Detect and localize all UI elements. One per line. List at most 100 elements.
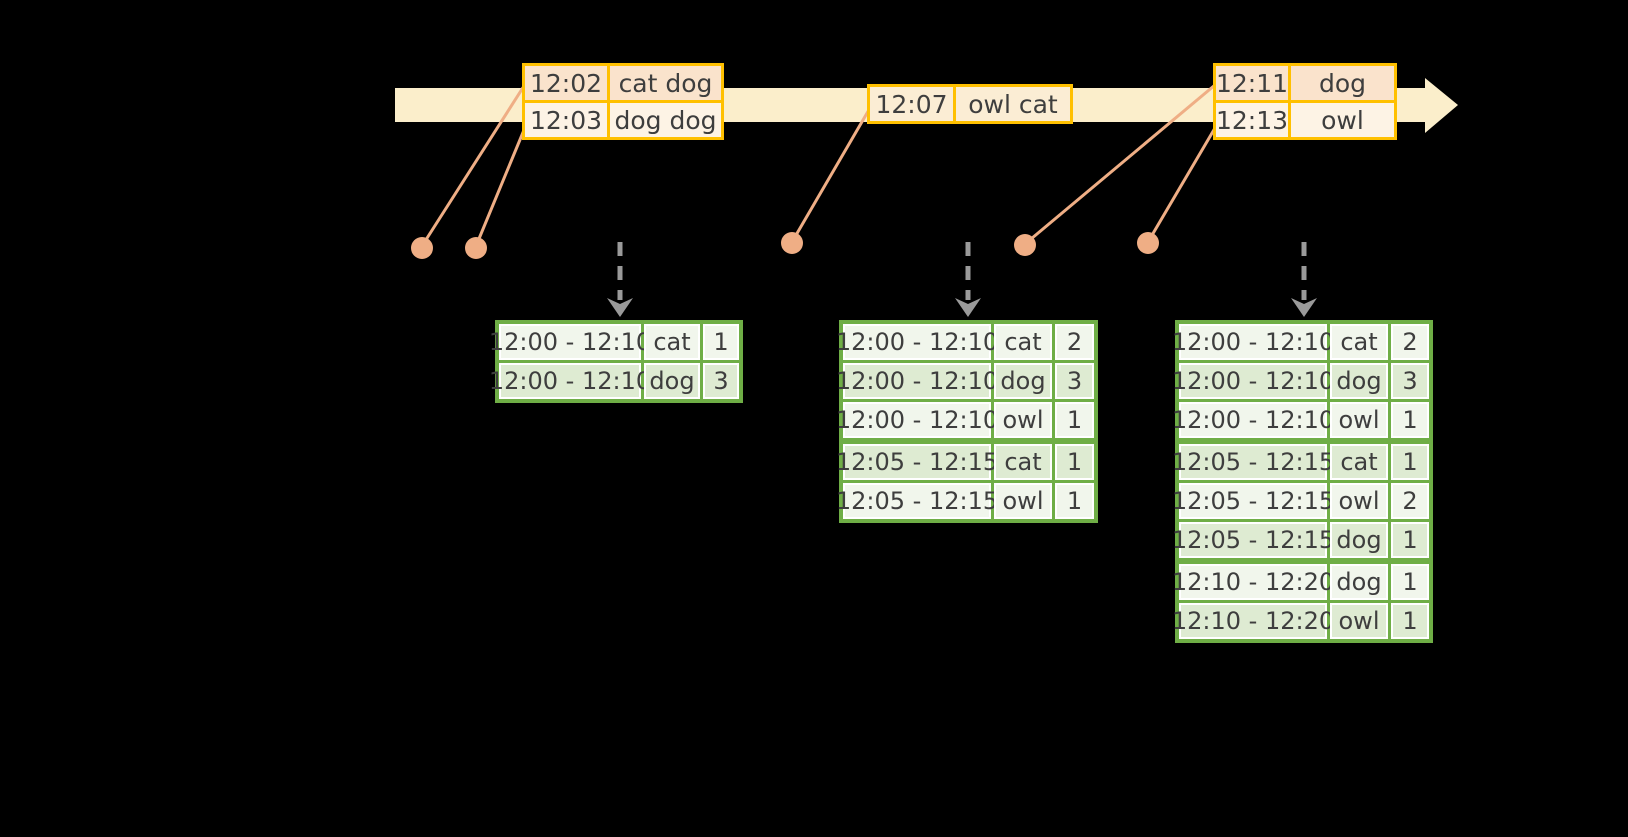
result-window: 12:05 - 12:15 xyxy=(836,444,998,480)
trigger-down-arrow-icon xyxy=(955,242,981,317)
connector-line xyxy=(1024,83,1216,246)
result-count: 3 xyxy=(1055,363,1094,399)
result-word: dog xyxy=(1330,564,1388,600)
result-window: 12:10 - 12:20 xyxy=(1172,564,1334,600)
result-row: 12:10 - 12:20 dog 1 xyxy=(1172,564,1429,600)
result-count: 1 xyxy=(1391,402,1429,438)
result-row: 12:00 - 12:10 owl 1 xyxy=(836,402,1094,438)
event-connectors xyxy=(411,83,1217,259)
event-words: dog xyxy=(1291,66,1394,100)
result-count: 3 xyxy=(703,363,739,399)
event-dot xyxy=(781,232,803,254)
event-time: 12:13 xyxy=(1216,103,1288,137)
result-count: 1 xyxy=(1391,444,1429,480)
result-count: 1 xyxy=(703,324,739,360)
connector-line xyxy=(420,85,526,247)
result-row: 12:05 - 12:15 cat 1 xyxy=(836,444,1094,480)
event-row: 12:03 dog dog xyxy=(525,103,721,137)
trigger-arrow-head xyxy=(955,298,981,317)
result-word: owl xyxy=(994,402,1052,438)
result-row: 12:05 - 12:15 owl 2 xyxy=(1172,483,1429,519)
result-row: 12:00 - 12:10 cat 2 xyxy=(1172,324,1429,360)
result-count: 3 xyxy=(1391,363,1429,399)
event-time: 12:07 xyxy=(870,87,953,121)
result-row: 12:00 - 12:10 dog 3 xyxy=(1172,363,1429,399)
result-table-3: 12:00 - 12:10 cat 2 12:00 - 12:10 dog 3 … xyxy=(1172,320,1433,643)
result-window: 12:05 - 12:15 xyxy=(1172,444,1334,480)
result-window: 12:00 - 12:10 xyxy=(836,363,998,399)
result-window: 12:00 - 12:10 xyxy=(1172,402,1334,438)
event-words: dog dog xyxy=(610,103,721,137)
result-count: 1 xyxy=(1055,402,1094,438)
connector-line xyxy=(474,129,526,247)
event-table-1202-1203: 12:02 cat dog 12:03 dog dog xyxy=(522,63,724,140)
result-count: 1 xyxy=(1055,483,1094,519)
event-time: 12:03 xyxy=(525,103,607,137)
result-window: 12:00 - 12:10 xyxy=(836,402,998,438)
result-window: 12:05 - 12:15 xyxy=(1172,522,1334,558)
result-word: cat xyxy=(644,324,700,360)
trigger-arrow-head xyxy=(607,298,633,317)
result-row: 12:00 - 12:10 cat 2 xyxy=(836,324,1094,360)
connector-line xyxy=(1146,127,1217,243)
result-word: owl xyxy=(994,483,1052,519)
result-window: 12:00 - 12:10 xyxy=(1172,363,1334,399)
result-count: 2 xyxy=(1391,324,1429,360)
result-count: 1 xyxy=(1391,522,1429,558)
result-word: dog xyxy=(994,363,1052,399)
result-word: owl xyxy=(1330,483,1388,519)
event-row: 12:13 owl xyxy=(1216,103,1394,137)
event-table-1207: 12:07 owl cat xyxy=(867,84,1073,124)
trigger-arrows xyxy=(607,242,1317,317)
result-word: cat xyxy=(1330,444,1388,480)
result-word: owl xyxy=(1330,402,1388,438)
result-count: 1 xyxy=(1055,444,1094,480)
result-table-2: 12:00 - 12:10 cat 2 12:00 - 12:10 dog 3 … xyxy=(836,320,1098,523)
result-word: owl xyxy=(1330,603,1388,639)
event-dot xyxy=(465,237,487,259)
timeline-arrowhead-icon xyxy=(1425,78,1458,133)
event-time: 12:11 xyxy=(1216,66,1288,100)
result-word: cat xyxy=(994,324,1052,360)
result-window: 12:00 - 12:10 xyxy=(489,324,651,360)
result-table-1: 12:00 - 12:10 cat 1 12:00 - 12:10 dog 3 xyxy=(489,320,743,403)
result-word: cat xyxy=(1330,324,1388,360)
event-row: 12:07 owl cat xyxy=(870,87,1070,121)
result-row: 12:10 - 12:20 owl 1 xyxy=(1172,603,1429,639)
result-word: dog xyxy=(1330,363,1388,399)
result-row: 12:05 - 12:15 dog 1 xyxy=(1172,522,1429,558)
result-row: 12:00 - 12:10 dog 3 xyxy=(489,363,739,399)
result-count: 2 xyxy=(1391,483,1429,519)
result-window: 12:10 - 12:20 xyxy=(1172,603,1334,639)
event-words: owl cat xyxy=(956,87,1070,121)
result-count: 1 xyxy=(1391,564,1429,600)
result-word: dog xyxy=(1330,522,1388,558)
result-row: 12:00 - 12:10 dog 3 xyxy=(836,363,1094,399)
event-words: cat dog xyxy=(610,66,721,100)
event-row: 12:02 cat dog xyxy=(525,66,721,100)
event-dot xyxy=(1014,234,1036,256)
event-dot xyxy=(1137,232,1159,254)
connector-line xyxy=(790,107,872,243)
result-row: 12:05 - 12:15 cat 1 xyxy=(1172,444,1429,480)
result-row: 12:00 - 12:10 cat 1 xyxy=(489,324,739,360)
event-words: owl xyxy=(1291,103,1394,137)
result-window: 12:00 - 12:10 xyxy=(1172,324,1334,360)
trigger-arrow-head xyxy=(1291,298,1317,317)
result-word: dog xyxy=(644,363,700,399)
result-count: 2 xyxy=(1055,324,1094,360)
result-window: 12:00 - 12:10 xyxy=(836,324,998,360)
result-window: 12:05 - 12:15 xyxy=(1172,483,1334,519)
result-window: 12:00 - 12:10 xyxy=(489,363,651,399)
result-row: 12:00 - 12:10 owl 1 xyxy=(1172,402,1429,438)
event-table-1211-1213: 12:11 dog 12:13 owl xyxy=(1213,63,1397,140)
event-time: 12:02 xyxy=(525,66,607,100)
event-row: 12:11 dog xyxy=(1216,66,1394,100)
result-word: cat xyxy=(994,444,1052,480)
trigger-down-arrow-icon xyxy=(607,242,633,317)
trigger-down-arrow-icon xyxy=(1291,242,1317,317)
result-row: 12:05 - 12:15 owl 1 xyxy=(836,483,1094,519)
result-count: 1 xyxy=(1391,603,1429,639)
event-dot xyxy=(411,237,433,259)
